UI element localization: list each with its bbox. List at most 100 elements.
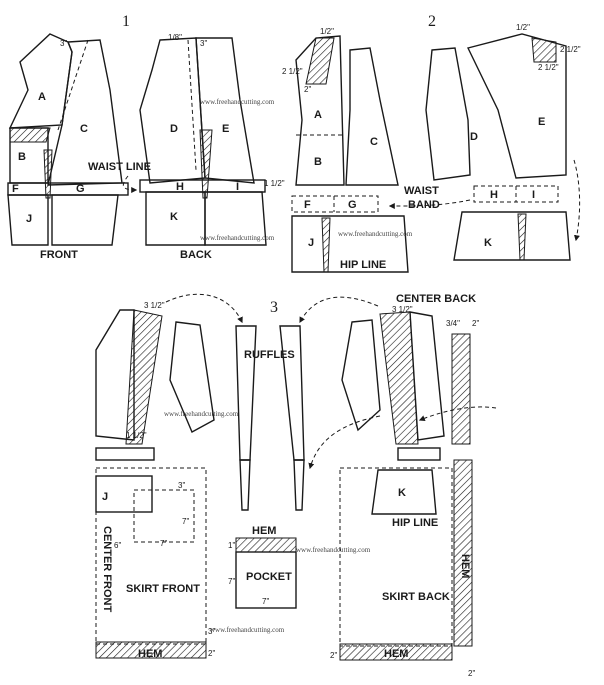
- label-front: FRONT: [40, 249, 78, 261]
- p3-measure-8: 7": [160, 539, 167, 548]
- label-d: D: [170, 123, 178, 135]
- p3-skirt-back-strip: [453, 459, 473, 647]
- p3-measure-15: 2": [468, 669, 475, 678]
- p3-center-back-strip: [451, 333, 471, 445]
- p2-band-left: [291, 195, 379, 213]
- p2-label-c: C: [370, 136, 378, 148]
- p2-label-j: J: [308, 237, 314, 249]
- p3-measure-13: 2": [208, 649, 215, 658]
- p3-ruffles: RUFFLES: [244, 349, 295, 361]
- back-guide-line: [187, 39, 197, 171]
- label-f: F: [12, 183, 19, 195]
- p2-neck-hatch: [305, 37, 335, 85]
- p2-label-b: B: [314, 156, 322, 168]
- p3-piece-j: [95, 475, 153, 513]
- panel-2: 2 A B C D E 1/2" 2 1/2" 2" 1/2" 2 1/2" 2…: [282, 13, 581, 273]
- p3-pocket-placement: [133, 489, 195, 543]
- p3-front-side-piece: [169, 321, 215, 433]
- p3-arrow-skirt: [308, 415, 381, 470]
- p2-label-k: K: [484, 237, 492, 249]
- piece-j-outline: [7, 194, 49, 246]
- label-back: BACK: [180, 249, 212, 261]
- dart-front-top: [9, 127, 51, 143]
- watermark-3a: www.freehandcutting.com: [164, 410, 239, 418]
- p3-ruffle-left-tail: [239, 459, 251, 511]
- watermark-3c: www.freehandcutting.com: [210, 626, 285, 634]
- p3-ruffle-right: [279, 325, 305, 461]
- measure-1-8: 1/8": [168, 33, 182, 42]
- p2-front-skirt: [291, 215, 409, 273]
- measure-3-front: 3": [60, 39, 67, 48]
- label-b: B: [18, 151, 26, 163]
- p3-hem-vertical: HEM: [459, 554, 471, 578]
- p3-measure-12: 3": [208, 627, 215, 636]
- piece-c-outline: [47, 39, 123, 186]
- panel-1: 1 A B C F G J FRONT 3" D E H I K BACK 1/…: [7, 13, 285, 261]
- watermark-2: www.freehandcutting.com: [338, 230, 413, 238]
- p2-band: BAND: [408, 199, 440, 211]
- label-c: C: [80, 123, 88, 135]
- p3-center-front: CENTER FRONT: [101, 526, 113, 612]
- p3-pocket-hem-label: HEM: [252, 525, 276, 537]
- p3-ruffle-right-tail: [293, 459, 305, 511]
- watermark-3b: www.freehandcutting.com: [296, 546, 371, 554]
- p3-front-waist-band: [95, 447, 155, 461]
- measure-3-back: 3": [200, 39, 207, 48]
- p3-skirt-back: SKIRT BACK: [382, 591, 450, 603]
- p2-side-arrow: [573, 159, 581, 242]
- p3-skirt-front: SKIRT FRONT: [126, 583, 200, 595]
- p3-measure-9: 1": [228, 541, 235, 550]
- p3-back-bodice: [409, 311, 445, 441]
- p3-measure-6: 7": [182, 517, 189, 526]
- p3-pocket-hem: [235, 537, 297, 553]
- p3-front-bodice-hatch: [125, 309, 163, 445]
- p2-waist: WAIST: [404, 185, 439, 197]
- front-skirt-right: [51, 194, 119, 246]
- front-guide-line: [57, 39, 89, 131]
- p3-measure-2: 3 1/2": [392, 305, 413, 314]
- p2-shoulder-hatch: [531, 37, 557, 63]
- p3-hem-back: HEM: [384, 648, 408, 660]
- p3-arrow-back: [418, 406, 497, 422]
- p3-measure-4: 2": [472, 319, 479, 328]
- p2-front-skirt-dart: [321, 217, 331, 273]
- p2-label-i: I: [532, 189, 535, 201]
- p2-piece-d: [425, 47, 471, 181]
- p3-label-j: J: [102, 491, 108, 503]
- label-a: A: [38, 91, 46, 103]
- p3-skirt-front-outline: [95, 467, 207, 645]
- waist-arrow: [122, 175, 138, 193]
- panel-3: 3 CENTER BACK 3 1/2" RUFFLES 3 1/2" 3/4"…: [95, 293, 497, 678]
- p3-measure-1: 3 1/2": [144, 301, 165, 310]
- p3-pocket-label: POCKET: [246, 571, 292, 583]
- measure-1-1-2: 1 1/2": [264, 179, 285, 188]
- p2-label-f: F: [304, 199, 311, 211]
- p2-piece-c: [345, 47, 399, 186]
- label-j: J: [26, 213, 32, 225]
- p3-skirt-back-hem: [339, 643, 453, 661]
- back-skirt-right: [204, 191, 267, 246]
- p3-center-back: CENTER BACK: [396, 293, 476, 305]
- p2-back-skirt: [453, 211, 571, 261]
- p3-ruffle-left: [235, 325, 257, 461]
- p3-arrow-left: [165, 293, 243, 324]
- dart-front-waist: [43, 149, 53, 199]
- panel-3-number: 3: [270, 299, 278, 316]
- p3-skirt-front-hem: [95, 641, 207, 659]
- p2-label-g: G: [348, 199, 357, 211]
- p2-back-skirt-dart: [517, 213, 527, 261]
- dart-back-waist: [199, 129, 213, 199]
- p3-measure-16: 1 1/2": [126, 431, 147, 440]
- p3-back-side-piece: [341, 319, 381, 432]
- p2-piece-e: [466, 33, 567, 179]
- p3-measure-10: 7": [228, 577, 235, 586]
- p3-hip-line: HIP LINE: [392, 517, 438, 529]
- p3-pocket: [235, 551, 297, 609]
- watermark-1b: www.freehandcutting.com: [200, 234, 275, 242]
- panel-1-number: 1: [122, 13, 130, 30]
- p3-label-k: K: [398, 487, 406, 499]
- label-i: I: [236, 181, 239, 193]
- p2-measure-2: 2 1/2": [282, 67, 303, 76]
- p3-piece-k: [371, 469, 437, 515]
